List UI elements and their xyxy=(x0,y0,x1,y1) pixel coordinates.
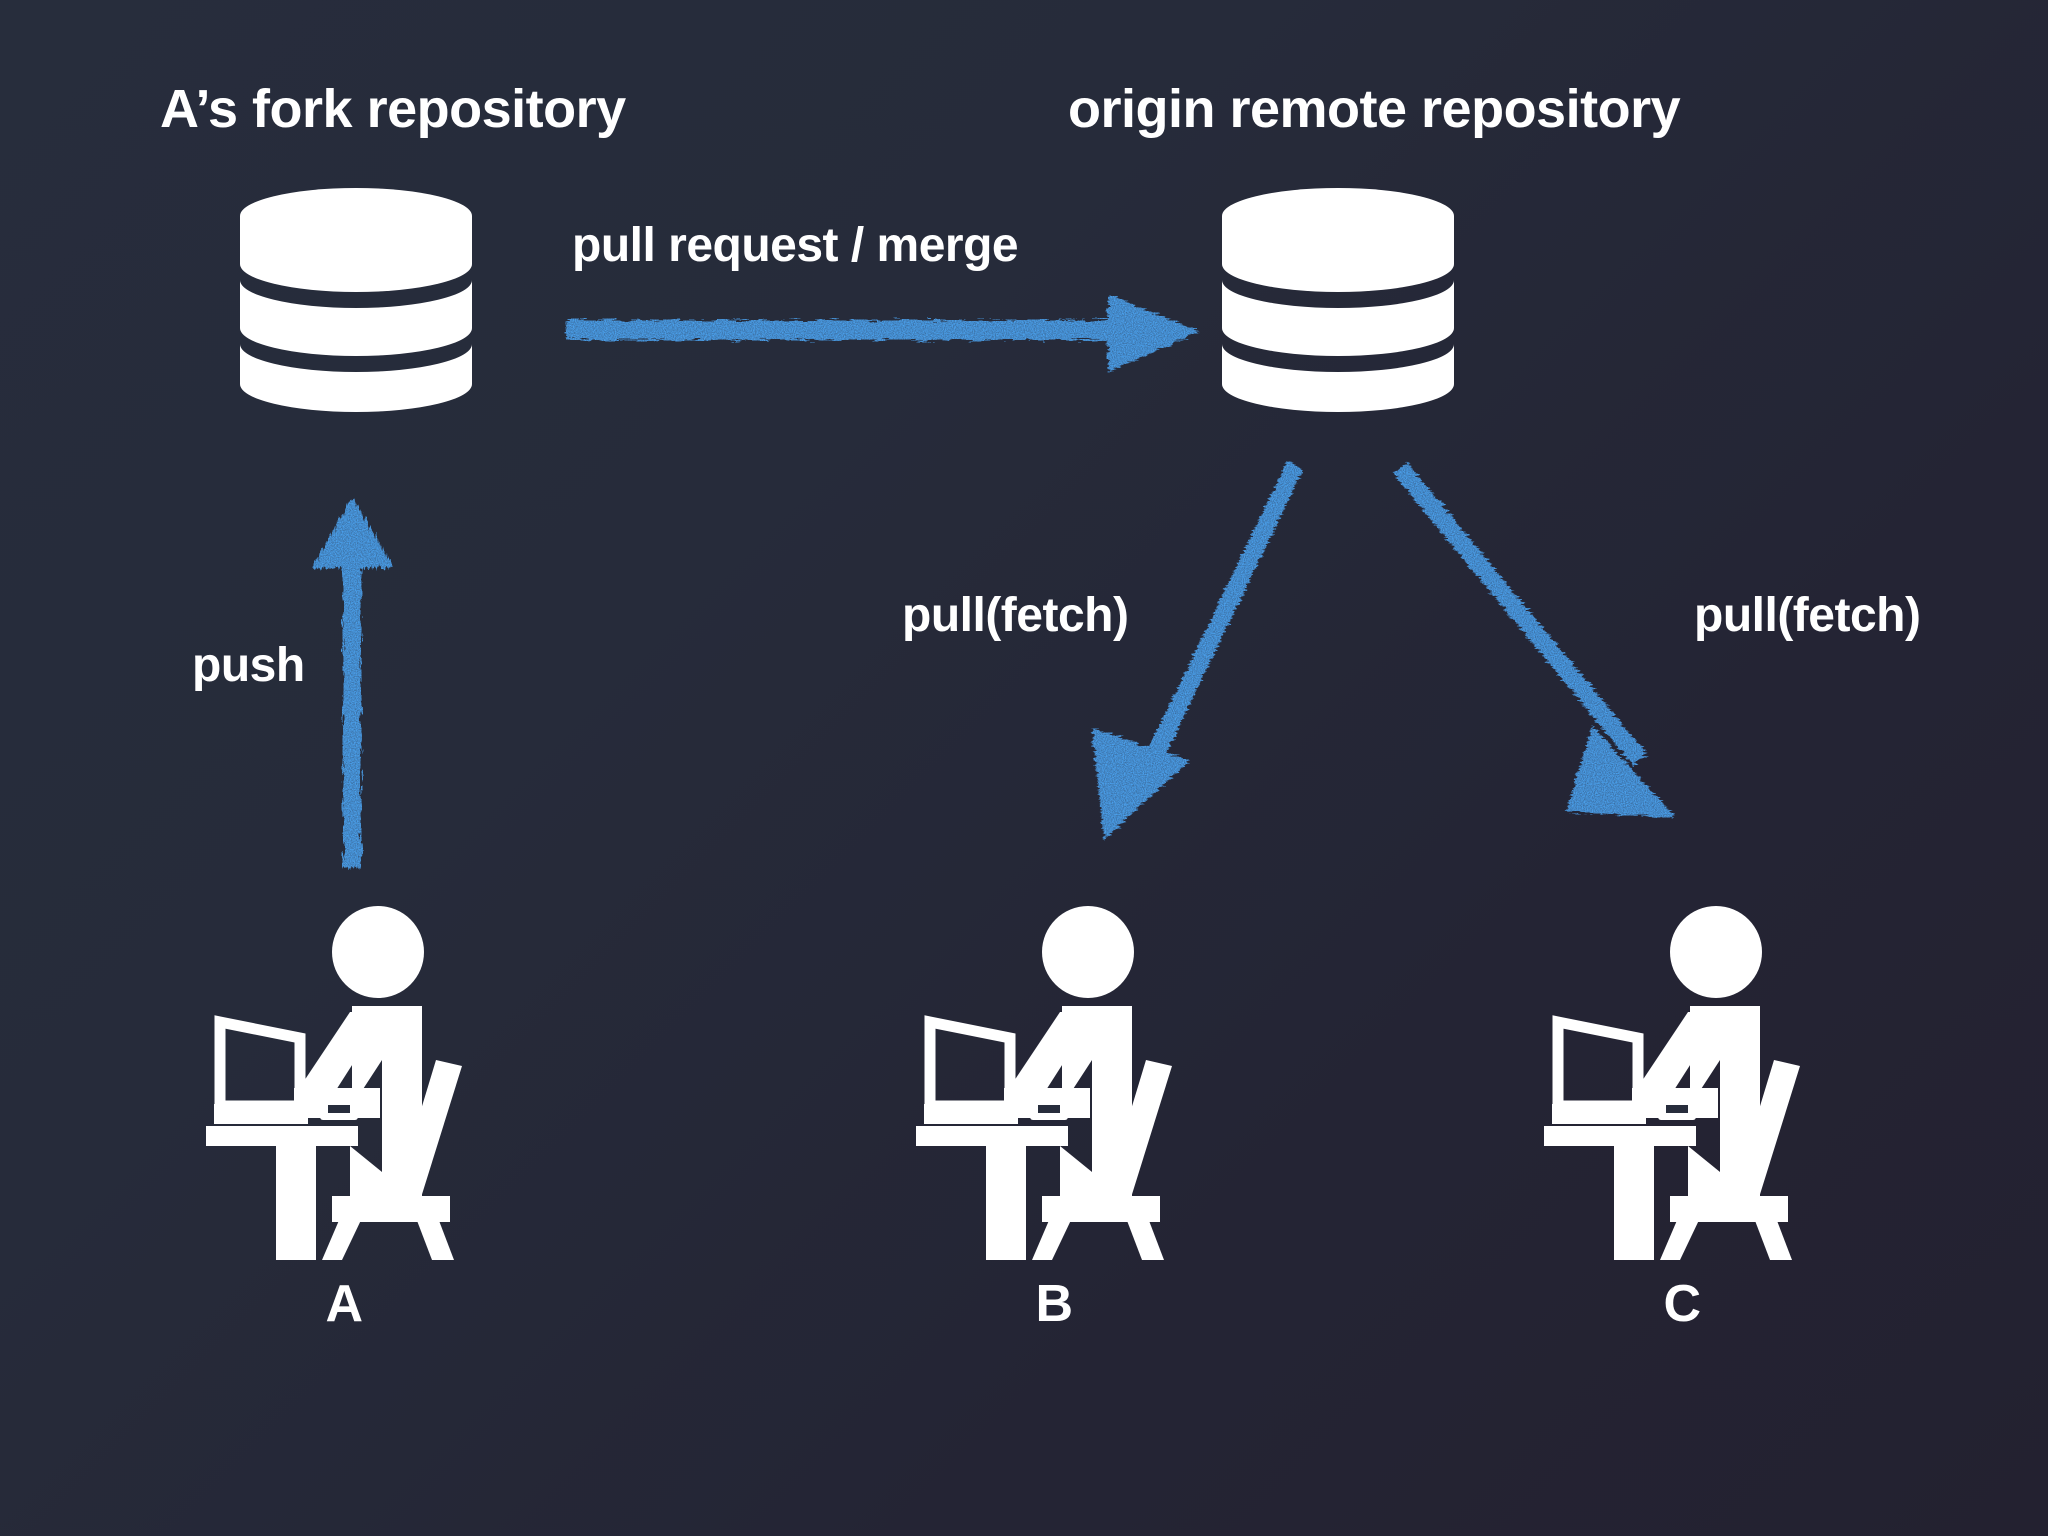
edge-label-pull-fetch-b: pull(fetch) xyxy=(902,589,1129,642)
database-cylinder-icon xyxy=(1222,188,1454,412)
arrow-pull-fetch-c xyxy=(1393,462,1676,818)
person-at-laptop-icon xyxy=(206,906,462,1260)
edge-label-pull-fetch-c: pull(fetch) xyxy=(1694,589,1921,642)
actor-a-label: A xyxy=(325,1275,363,1333)
actor-c-node[interactable]: C xyxy=(1538,900,1834,1333)
title-origin-repository: origin remote repository xyxy=(1068,79,1681,139)
title-fork-repository: A’s fork repository xyxy=(160,79,626,139)
actor-b-node[interactable]: B xyxy=(910,900,1206,1333)
person-at-laptop-icon xyxy=(916,906,1172,1260)
database-cylinder-icon xyxy=(240,188,472,412)
arrow-pull-request-merge xyxy=(566,294,1200,372)
edge-label-pull-request-merge: pull request / merge xyxy=(572,219,1019,272)
edge-label-push: push xyxy=(192,639,305,692)
arrow-push xyxy=(312,498,394,868)
origin-repository-node[interactable] xyxy=(1222,188,1454,416)
fork-repository-node[interactable] xyxy=(240,188,472,416)
actor-b-label: B xyxy=(1035,1275,1073,1333)
arrow-pull-fetch-b xyxy=(1092,462,1304,840)
person-at-laptop-icon xyxy=(1544,906,1800,1260)
actor-a-node[interactable]: A xyxy=(200,900,496,1333)
actor-c-label: C xyxy=(1663,1275,1701,1333)
